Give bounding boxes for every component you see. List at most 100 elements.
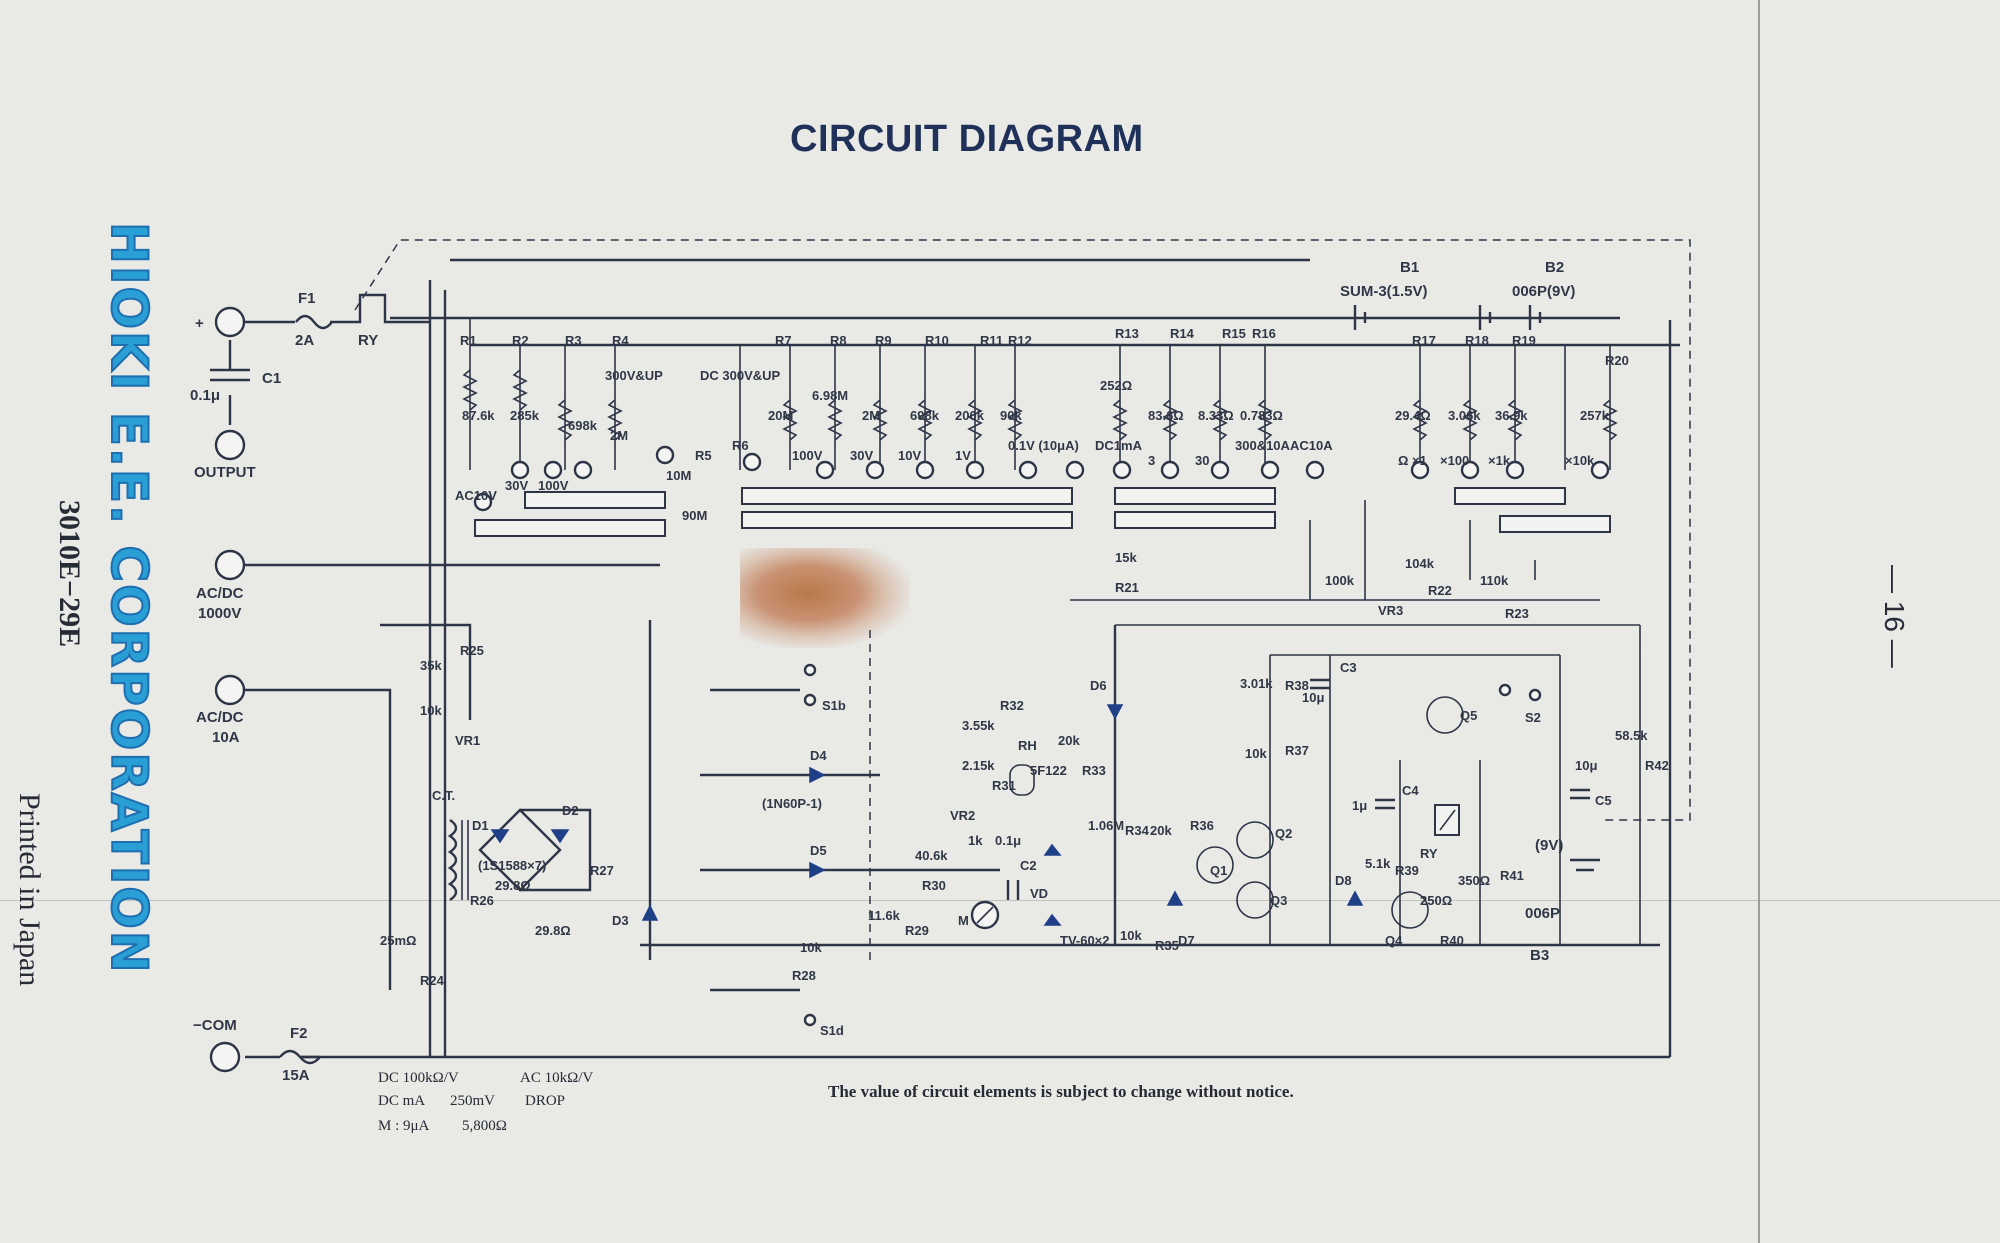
contact-ac100v <box>543 460 563 480</box>
label-r10: R10 <box>925 333 949 348</box>
ohm-network <box>1070 500 1600 601</box>
range-contacts <box>473 445 1610 512</box>
value-r2: 285k <box>510 408 540 423</box>
label-r7: R7 <box>775 333 792 348</box>
label-range-ac300v: 300V&UP <box>605 368 663 383</box>
label-r19: R19 <box>1512 333 1536 348</box>
label-c4: C4 <box>1402 783 1419 798</box>
label-r40: R40 <box>1440 933 1464 948</box>
label-r2: R2 <box>512 333 529 348</box>
label-r22-value: 104k <box>1405 556 1435 571</box>
varistor-vd-1 <box>1043 843 1062 856</box>
zigzag-r13 <box>1112 399 1128 441</box>
switch-bar-6 <box>1114 511 1276 529</box>
label-b1: B1 <box>1400 259 1419 276</box>
contact-dc-b <box>742 452 762 472</box>
label-r35: R35 <box>1155 938 1179 953</box>
ct-core <box>461 820 469 900</box>
contact-dc-c <box>1065 460 1085 480</box>
switch-bar-2 <box>474 519 666 537</box>
label-r29: R29 <box>905 923 929 938</box>
label-r42-value: 58.5k <box>1615 728 1648 743</box>
c2-capacitor <box>1006 880 1020 900</box>
label-ry-relay: RY <box>1420 846 1438 861</box>
label-d4: D4 <box>810 748 827 763</box>
label-rh-value: 5F122 <box>1030 763 1067 778</box>
label-r40-value: 250Ω <box>1420 893 1452 908</box>
label-r17: R17 <box>1412 333 1436 348</box>
thermistor-rh <box>1009 764 1035 796</box>
zigzag-r19 <box>1507 399 1523 441</box>
contact-ac10a <box>1305 460 1325 480</box>
fuse-f1 <box>295 314 333 330</box>
label-c3-value: 10μ <box>1302 690 1324 705</box>
label-s1d: S1d <box>820 1023 844 1038</box>
fold-line-horizontal <box>0 900 2000 901</box>
label-range-ohm-x10k: ×10k <box>1565 453 1595 468</box>
diode-d3 <box>641 904 659 921</box>
switch-s1d-contact <box>803 1013 817 1027</box>
change-notice: The value of circuit elements is subject… <box>828 1082 1294 1101</box>
label-range-dc01v: 0.1V (10μA) <box>1008 438 1079 453</box>
value-r16: 0.783Ω <box>1240 408 1283 423</box>
label-bridge: (1S1588×7) <box>478 858 546 873</box>
terminal-plus <box>214 306 246 338</box>
label-range-dc30v: 30V <box>850 448 873 463</box>
switch-enclosure-outline <box>354 239 1691 821</box>
fold-line-vertical <box>1758 0 1760 1243</box>
label-q1: Q1 <box>1210 863 1227 878</box>
label-vr1-value: 10k <box>420 703 442 718</box>
value-r3: 698k <box>568 418 598 433</box>
zigzag-r17 <box>1412 399 1428 441</box>
transistor-q2 <box>1236 821 1274 859</box>
label-s1b: S1b <box>822 698 846 713</box>
switch-bar-4 <box>741 511 1073 529</box>
contact-ohm-x10k <box>1590 460 1610 480</box>
label-r21: R21 <box>1115 580 1139 595</box>
contact-ma30 <box>1210 460 1230 480</box>
zigzag-r12 <box>1007 399 1023 441</box>
label-r14: R14 <box>1170 326 1195 341</box>
label-r11: R11 <box>980 333 1003 348</box>
label-vr2-value: 1k <box>968 833 983 848</box>
value-r8: 6.98M <box>812 388 848 403</box>
zigzag-r4 <box>607 399 623 441</box>
zigzag-r7 <box>782 399 798 441</box>
fuse1-to-ry <box>330 293 430 324</box>
zigzag-r15 <box>1212 399 1228 441</box>
label-r18: R18 <box>1465 333 1489 348</box>
contact-ma3 <box>1160 460 1180 480</box>
label-r28: R28 <box>792 968 816 983</box>
label-range-ac100v: 100V <box>538 478 569 493</box>
switch-bar-1 <box>524 491 666 509</box>
label-d6: D6 <box>1090 678 1107 693</box>
c4-capacitor <box>1375 798 1395 810</box>
label-r25-value: 35k <box>420 658 442 673</box>
label-f2: F2 <box>290 1025 308 1042</box>
battery-b1 <box>1353 305 1367 330</box>
label-r16: R16 <box>1252 326 1276 341</box>
label-d2: D2 <box>562 803 579 818</box>
label-plus: + <box>195 315 204 332</box>
value-r17: 29.4Ω <box>1395 408 1431 423</box>
zigzag-r1 <box>462 369 478 411</box>
label-r5: R5 <box>695 448 712 463</box>
value-r10: 698k <box>910 408 940 423</box>
label-m: M <box>958 913 969 928</box>
switch-s2-contact-2 <box>1528 688 1542 702</box>
spec-line2-mid: 250mV <box>450 1093 495 1109</box>
label-r38-value: 3.01k <box>1240 676 1273 691</box>
value-r20: 257k <box>1580 408 1610 423</box>
label-r27-value: 29.8Ω <box>535 923 571 938</box>
switch-bar-3 <box>741 487 1073 505</box>
label-c2-value: 0.1μ <box>995 833 1021 848</box>
label-r37-value: 10k <box>1245 746 1267 761</box>
label-r34-value: 1.06M <box>1088 818 1124 833</box>
label-q2: Q2 <box>1275 826 1292 841</box>
label-r32-value: 3.55k <box>962 718 995 733</box>
label-d3: D3 <box>612 913 629 928</box>
value-r14: 83.6Ω <box>1148 408 1184 423</box>
label-range-ohm-x1k: ×1k <box>1488 453 1511 468</box>
contact-ac300v <box>573 460 593 480</box>
